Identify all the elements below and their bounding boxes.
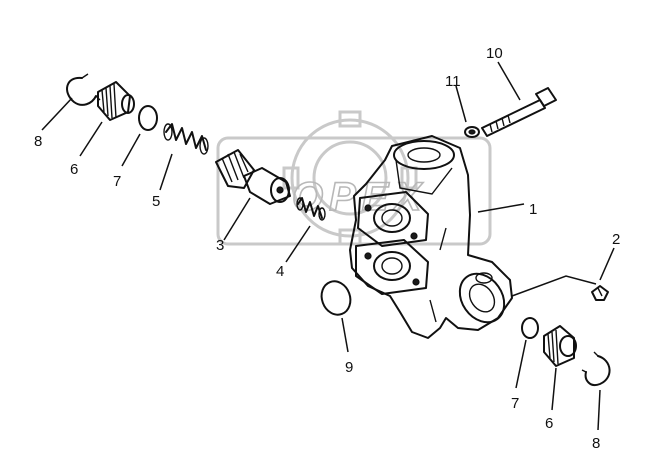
callout-4: 4: [276, 263, 284, 280]
small-spring: [296, 197, 326, 221]
callout-8-right: 8: [592, 435, 600, 452]
callout-3: 3: [216, 237, 224, 254]
washer: [464, 126, 480, 138]
callout-9: 9: [345, 359, 353, 376]
callout-6-right: 6: [545, 415, 553, 432]
callout-10: 10: [486, 45, 503, 62]
watermark-frame: [216, 136, 492, 246]
callout-7-left: 7: [113, 173, 121, 190]
bolt: [481, 87, 557, 137]
callout-7-right: 7: [511, 395, 519, 412]
plug-right: [543, 325, 577, 367]
plug-2: [591, 285, 609, 301]
spool: [215, 149, 291, 205]
watermark: OPEX: [216, 110, 492, 246]
callout-1: 1: [529, 201, 537, 218]
o-ring-right: [521, 317, 539, 339]
callout-5: 5: [152, 193, 160, 210]
valve-housing: [349, 135, 513, 339]
callout-labels: 1 2 3 4 5 6 6 7 7 8 8 9 10 11: [34, 45, 620, 452]
o-ring-left: [138, 105, 158, 131]
callout-2: 2: [612, 231, 620, 248]
leader-lines: [41, 61, 615, 431]
callout-11: 11: [445, 73, 461, 90]
o-ring-9: [320, 280, 352, 316]
callout-8-left: 8: [34, 133, 42, 150]
plug-left: [97, 81, 135, 121]
spring: [163, 123, 209, 155]
callout-6-left: 6: [70, 161, 78, 178]
snap-ring-right: [581, 351, 611, 386]
snap-ring-left: [66, 73, 101, 106]
